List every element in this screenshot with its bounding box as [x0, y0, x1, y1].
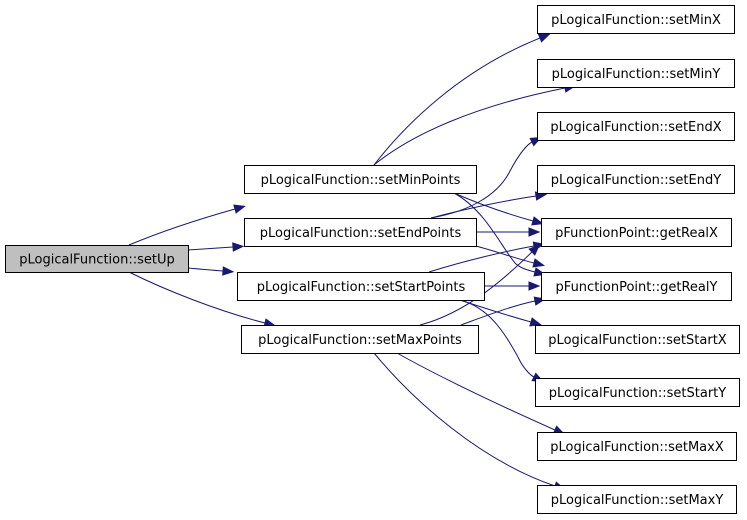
node-setMinX[interactable]: pLogicalFunction::setMinX: [537, 5, 735, 34]
node-label: pLogicalFunction::setEndY: [551, 173, 721, 188]
edge-line: [396, 352, 556, 431]
edge-setUp-to-setStartPoints: [187, 266, 235, 276]
node-getRealY[interactable]: pFunctionPoint::getRealY: [541, 272, 732, 301]
node-label: pLogicalFunction::setMaxPoints: [258, 333, 462, 348]
node-setUp[interactable]: pLogicalFunction::setUp: [5, 245, 189, 273]
node-box[interactable]: [541, 272, 732, 301]
edge-line: [128, 271, 266, 324]
node-setMaxY[interactable]: pLogicalFunction::setMaxY: [537, 485, 737, 514]
node-box[interactable]: [535, 325, 740, 354]
arrowhead-icon: [528, 244, 541, 256]
node-box[interactable]: [537, 432, 737, 461]
arrowhead-icon: [528, 227, 541, 237]
edge-setEndPoints-to-getRealX: [475, 227, 541, 237]
edge-setEndPoints-to-getRealY: [475, 245, 545, 268]
node-box[interactable]: [244, 165, 477, 194]
node-box[interactable]: [5, 245, 189, 273]
node-setEndY[interactable]: pLogicalFunction::setEndY: [537, 165, 735, 194]
arrowhead-icon: [233, 204, 246, 214]
node-label: pLogicalFunction::setEndX: [550, 120, 721, 135]
arrowhead-icon: [222, 266, 235, 276]
node-setStartPoints[interactable]: pLogicalFunction::setStartPoints: [237, 272, 485, 301]
edge-line: [459, 299, 535, 378]
node-label: pLogicalFunction::setStartX: [548, 333, 726, 348]
edge-line: [187, 267, 224, 272]
edge-setStartPoints-to-setStartX: [459, 299, 542, 327]
node-box[interactable]: [537, 165, 735, 194]
edge-setMinPoints-to-setMinX: [373, 33, 551, 166]
edge-line: [373, 87, 566, 166]
node-label: pLogicalFunction::setEndPoints: [260, 226, 462, 241]
arrowhead-icon: [529, 317, 542, 327]
arrowhead-icon: [528, 281, 541, 291]
edge-line: [475, 245, 535, 264]
node-label: pLogicalFunction::setStartPoints: [257, 280, 466, 295]
edge-line: [373, 37, 541, 166]
node-label: pLogicalFunction::setMaxX: [550, 440, 724, 455]
node-box[interactable]: [241, 325, 479, 354]
node-setMinPoints[interactable]: pLogicalFunction::setMinPoints: [244, 165, 477, 194]
edge-line: [128, 208, 236, 246]
node-box[interactable]: [537, 112, 735, 141]
node-setStartY[interactable]: pLogicalFunction::setStartY: [535, 378, 740, 407]
edge-setMinPoints-to-getRealX: [453, 192, 544, 226]
edge-setStartPoints-to-getRealY: [483, 281, 541, 291]
node-label: pLogicalFunction::setUp: [19, 253, 175, 268]
arrowhead-icon: [537, 33, 551, 43]
edge-setUp-to-setMinPoints: [128, 204, 246, 246]
edge-line: [460, 300, 536, 326]
node-label: pFunctionPoint::getRealX: [555, 226, 718, 241]
node-getRealX[interactable]: pFunctionPoint::getRealX: [541, 218, 732, 247]
node-box[interactable]: [541, 218, 732, 247]
node-box[interactable]: [537, 5, 735, 34]
node-setEndX[interactable]: pLogicalFunction::setEndX: [537, 112, 735, 141]
edge-line: [428, 245, 535, 273]
edge-setUp-to-setEndPoints: [187, 242, 245, 252]
node-setEndPoints[interactable]: pLogicalFunction::setEndPoints: [244, 218, 477, 247]
node-setMinY[interactable]: pLogicalFunction::setMinY: [537, 59, 735, 88]
nodes-layer: pLogicalFunction::setUppLogicalFunction:…: [5, 5, 740, 514]
node-box[interactable]: [537, 59, 735, 88]
edge-line: [430, 195, 537, 219]
node-label: pLogicalFunction::setStartY: [549, 386, 726, 401]
edge-line: [187, 246, 234, 251]
node-box[interactable]: [244, 218, 477, 247]
node-setMaxX[interactable]: pLogicalFunction::setMaxX: [537, 432, 737, 461]
node-setMaxPoints[interactable]: pLogicalFunction::setMaxPoints: [241, 325, 479, 354]
node-box[interactable]: [537, 485, 737, 514]
edge-line: [453, 192, 534, 222]
node-label: pFunctionPoint::getRealY: [556, 280, 718, 295]
edge-setMaxPoints-to-getRealX: [419, 244, 541, 326]
node-label: pLogicalFunction::setMinX: [551, 13, 721, 28]
node-label: pLogicalFunction::setMinY: [552, 67, 721, 82]
edge-line: [419, 251, 533, 326]
node-box[interactable]: [237, 272, 485, 301]
node-box[interactable]: [535, 378, 740, 407]
arrowhead-icon: [531, 216, 544, 226]
node-label: pLogicalFunction::setMaxY: [551, 493, 724, 508]
node-setStartX[interactable]: pLogicalFunction::setStartX: [535, 325, 740, 354]
edge-line: [373, 352, 556, 487]
edge-line: [453, 192, 536, 273]
arrowhead-icon: [532, 258, 545, 268]
edges-layer: [128, 33, 577, 491]
node-label: pLogicalFunction::setMinPoints: [261, 173, 461, 188]
arrowhead-icon: [232, 242, 245, 252]
